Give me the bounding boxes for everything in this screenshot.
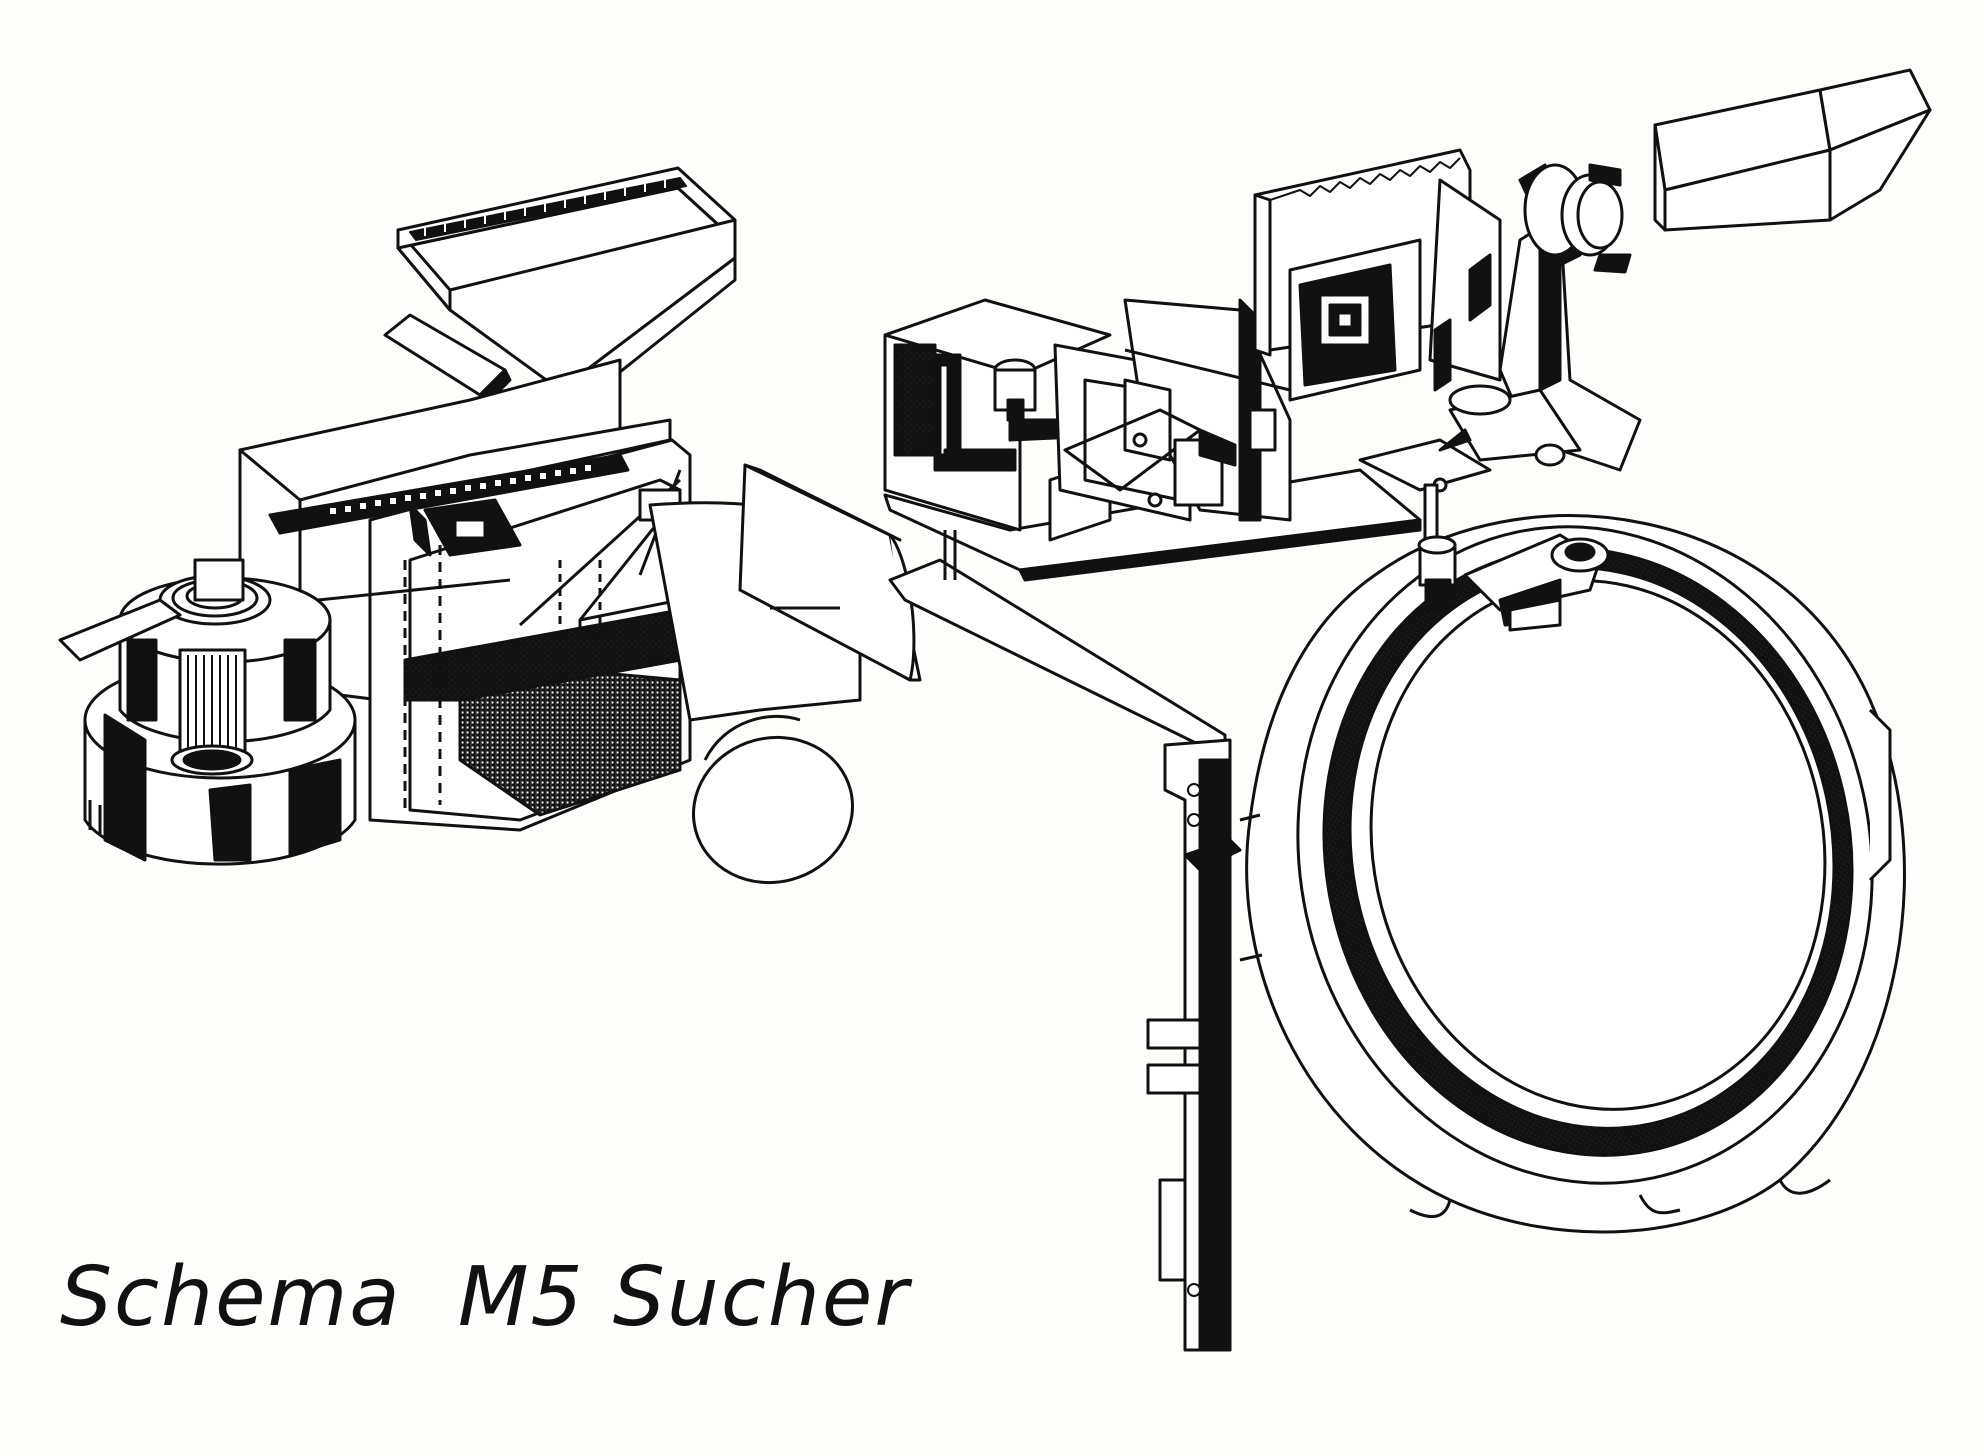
eyepiece-prism-block xyxy=(1655,70,1930,230)
meter-dial-assembly xyxy=(60,560,355,864)
comb-strip xyxy=(410,178,686,240)
upper-prism-assembly xyxy=(385,168,735,412)
meter-needle-bracket xyxy=(60,600,180,660)
main-prism-housing xyxy=(240,360,690,830)
rangefinder-window-lens xyxy=(650,465,920,900)
ring-coupler xyxy=(1419,535,1608,630)
eyepiece-linkage xyxy=(1360,165,1640,545)
rear-mirror-block xyxy=(1255,150,1500,400)
scale-strip xyxy=(270,455,628,555)
diagram-title: Schema M5 Sucher xyxy=(60,1250,911,1345)
objective-lens-disc xyxy=(677,720,869,901)
bayonet-ring xyxy=(1238,473,1933,1237)
transmission-lever-arm xyxy=(890,560,1240,1350)
mirror-frame-assembly xyxy=(1055,300,1290,520)
